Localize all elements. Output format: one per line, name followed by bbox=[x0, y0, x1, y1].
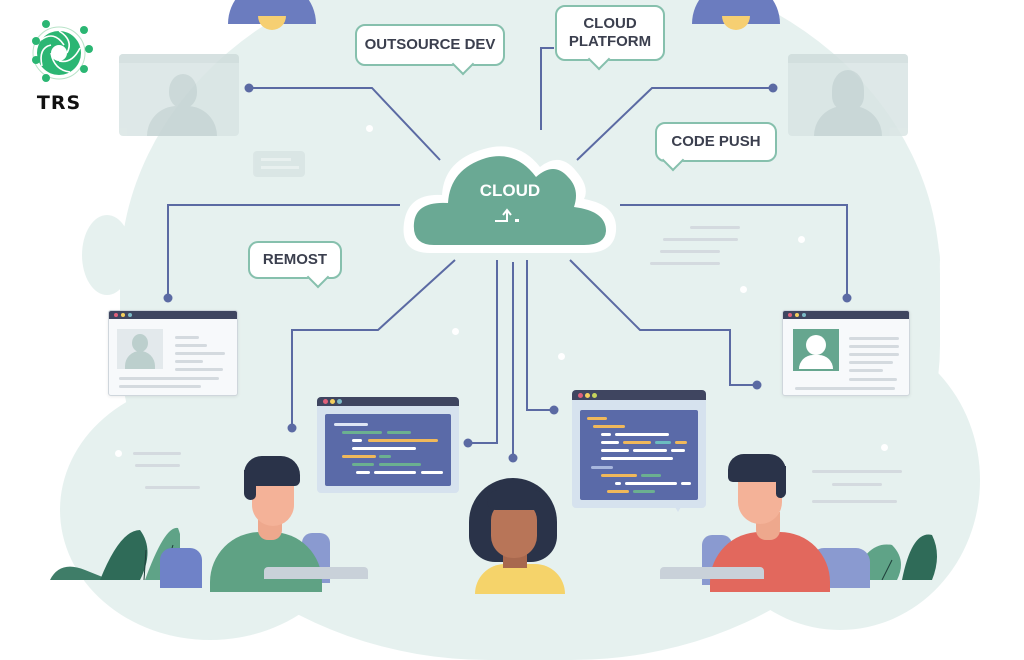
torso bbox=[710, 532, 830, 592]
faint-text-line bbox=[135, 464, 180, 467]
faint-text-line bbox=[812, 500, 897, 503]
laptop-right bbox=[660, 567, 764, 579]
faint-text-line bbox=[812, 470, 902, 473]
sparkle-dot bbox=[740, 286, 747, 293]
code-window-left[interactable] bbox=[317, 397, 459, 493]
logo[interactable]: TRS bbox=[14, 18, 104, 118]
faint-text-line bbox=[690, 226, 740, 229]
code-editor-panel bbox=[325, 414, 451, 486]
ghost-note-card bbox=[253, 151, 305, 177]
bubble-label-line2: PLATFORM bbox=[568, 33, 652, 50]
bubble-remost[interactable]: REMOST bbox=[248, 241, 342, 289]
code-editor-panel bbox=[580, 410, 698, 500]
developer-right bbox=[700, 448, 850, 592]
face bbox=[491, 502, 537, 558]
faint-text-line bbox=[832, 483, 882, 486]
ghost-profile-card-left bbox=[119, 54, 239, 136]
sparkle-dot bbox=[558, 353, 565, 360]
aperture-logo-icon bbox=[32, 20, 93, 82]
cloud-icon bbox=[403, 146, 617, 253]
hair-side bbox=[244, 470, 256, 500]
faint-text-line bbox=[650, 262, 720, 265]
avatar-placeholder bbox=[117, 329, 163, 369]
background-pill-right bbox=[900, 230, 940, 290]
sparkle-dot bbox=[881, 444, 888, 451]
plant-left-icon bbox=[50, 527, 180, 580]
torso bbox=[475, 564, 565, 594]
bubble-label: CODE PUSH bbox=[671, 133, 761, 150]
lamp-left-icon bbox=[228, 0, 316, 30]
laptop-left bbox=[264, 567, 368, 579]
faint-text-line bbox=[663, 238, 738, 241]
hair-side bbox=[776, 466, 786, 498]
lamp-right-icon bbox=[692, 0, 780, 30]
logo-text: TRS bbox=[36, 92, 82, 114]
hair-fringe bbox=[487, 490, 545, 510]
developer-center bbox=[465, 476, 575, 594]
developer-left bbox=[200, 450, 340, 592]
upload-arrow-icon bbox=[495, 208, 519, 222]
bubble-cloud-platform[interactable]: CLOUD PLATFORM bbox=[555, 5, 665, 71]
user-silhouette-icon bbox=[169, 74, 197, 108]
bubble-label: OUTSOURCE DEV bbox=[364, 36, 496, 53]
bubble-outsource-dev[interactable]: OUTSOURCE DEV bbox=[355, 24, 505, 76]
profile-card-right[interactable] bbox=[782, 310, 910, 396]
sparkle-dot bbox=[366, 125, 373, 132]
cloud-label: CLOUD bbox=[479, 181, 541, 200]
sparkle-dot bbox=[115, 450, 122, 457]
plant-right-icon bbox=[852, 534, 937, 580]
bubble-label: REMOST bbox=[262, 251, 328, 268]
chair-left bbox=[160, 548, 202, 588]
faint-text-line bbox=[133, 452, 181, 455]
user-silhouette-icon bbox=[806, 335, 826, 355]
sparkle-dot bbox=[798, 236, 805, 243]
avatar-placeholder bbox=[793, 329, 839, 371]
background-pill-left bbox=[82, 215, 132, 295]
user-silhouette-icon bbox=[832, 70, 864, 110]
torso bbox=[210, 532, 322, 592]
window-tail bbox=[672, 502, 684, 512]
ghost-profile-card-right bbox=[788, 54, 908, 136]
sparkle-dot bbox=[452, 328, 459, 335]
profile-card-left[interactable] bbox=[108, 310, 238, 396]
faint-text-line bbox=[660, 250, 720, 253]
bubble-code-push[interactable]: CODE PUSH bbox=[655, 122, 777, 172]
cloud-node[interactable]: CLOUD bbox=[400, 125, 620, 260]
user-silhouette-icon bbox=[132, 334, 148, 352]
bubble-label-line1: CLOUD bbox=[583, 15, 637, 32]
connector-network bbox=[163, 47, 852, 463]
faint-text-line bbox=[145, 486, 200, 489]
code-window-right[interactable] bbox=[572, 390, 706, 512]
